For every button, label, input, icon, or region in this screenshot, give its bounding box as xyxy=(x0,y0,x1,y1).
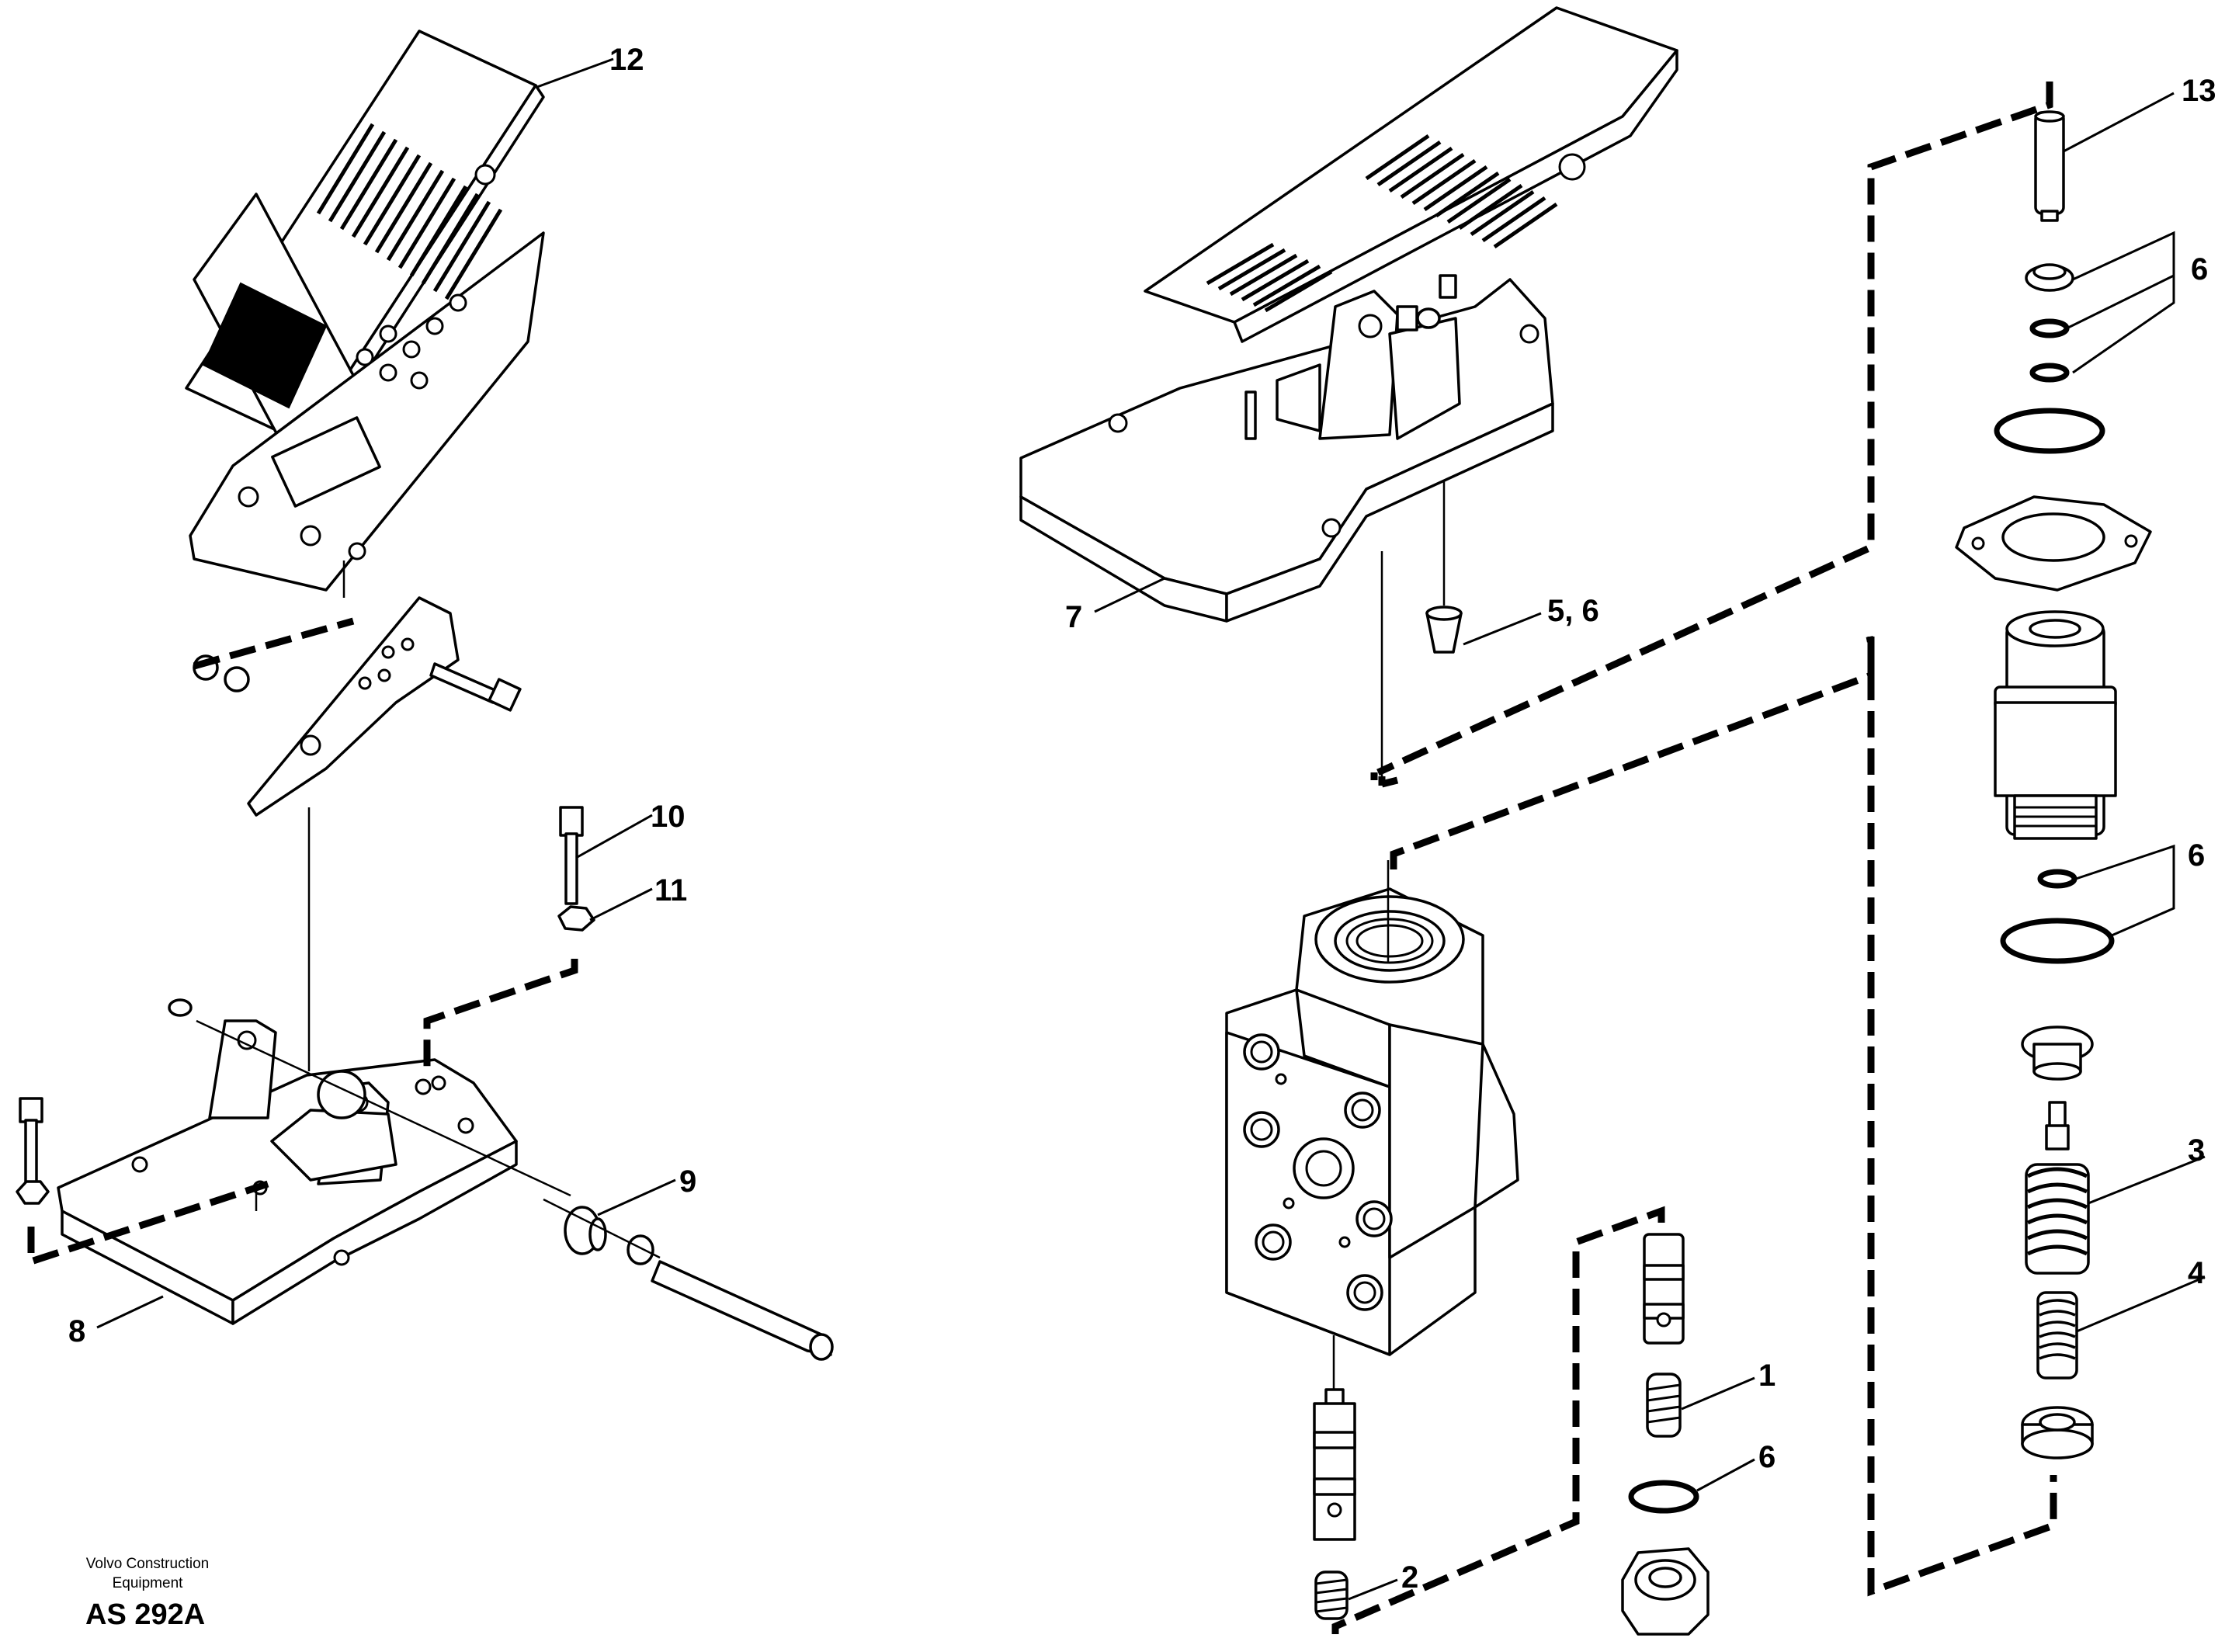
credit-line-1: Volvo Construction xyxy=(86,1556,209,1572)
callout-6-middle: 6 xyxy=(2188,838,2205,873)
spring-4 xyxy=(2036,1291,2078,1380)
credit-line-2: Equipment xyxy=(113,1575,184,1591)
bolt-left-upper xyxy=(429,662,498,704)
valve-body xyxy=(1225,887,1519,1356)
right-pedal-assembly xyxy=(1019,6,1678,654)
o-ring-large xyxy=(1994,408,2105,454)
diagram-code: AS 292A xyxy=(85,1598,205,1631)
pedal-pad-left xyxy=(185,30,545,592)
lever-bracket xyxy=(247,596,460,817)
callout-12: 12 xyxy=(609,43,644,77)
pivot-shaft xyxy=(651,1260,832,1356)
callout-5-6: 5, 6 xyxy=(1547,594,1599,628)
right-column-stack xyxy=(1955,110,2152,1459)
dashed-leader-right-g xyxy=(1331,1206,1665,1634)
callout-11: 11 xyxy=(654,873,687,908)
dashed-leader-right-d xyxy=(1380,776,1399,788)
callout-4: 4 xyxy=(2188,1256,2206,1290)
left-pedal-assembly xyxy=(16,30,834,1361)
callout-2: 2 xyxy=(1401,1560,1418,1595)
callout-8: 8 xyxy=(68,1314,85,1348)
callout-6-upper: 6 xyxy=(2191,252,2208,286)
callout-9: 9 xyxy=(679,1164,696,1199)
dashed-leader-right-e xyxy=(1390,636,1875,869)
nut-11 xyxy=(557,905,595,932)
callout-7: 7 xyxy=(1065,600,1082,634)
o-ring-6-lower xyxy=(1628,1480,1699,1514)
dashed-leader-right-a xyxy=(1376,82,2053,776)
callout-10: 10 xyxy=(651,800,686,834)
dashed-leader-left-b xyxy=(423,959,578,1067)
spool-2 xyxy=(1313,1335,1356,1620)
bolt-10 xyxy=(559,806,584,837)
callout-3: 3 xyxy=(2188,1133,2205,1168)
callout-13: 13 xyxy=(2182,74,2216,108)
spring-3 xyxy=(2025,1163,2090,1275)
pin-13 xyxy=(2034,111,2065,215)
leader-lines xyxy=(96,57,2206,1601)
dashed-leader-right-f xyxy=(1867,637,2057,1597)
dashed-leader-left-a xyxy=(193,617,355,670)
callout-1: 1 xyxy=(1758,1359,1775,1393)
spool-1 xyxy=(1621,1233,1710,1636)
callout-6-lower: 6 xyxy=(1758,1440,1775,1474)
dashed-leader-left-c xyxy=(27,1180,269,1267)
